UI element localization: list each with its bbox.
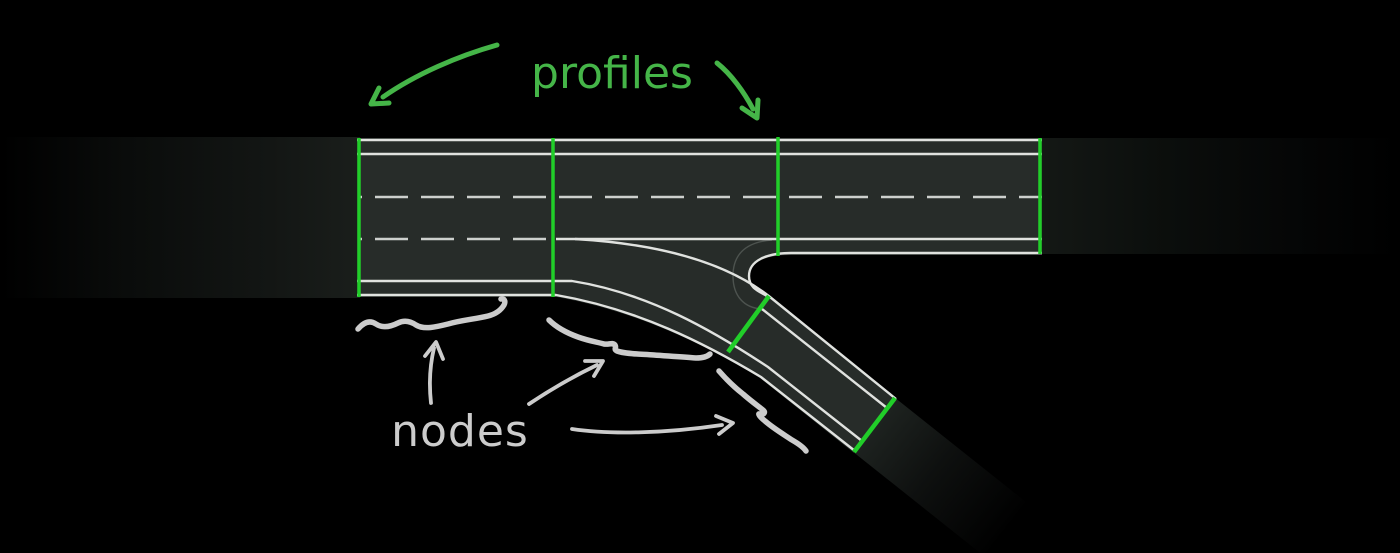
road-surface [357,138,1042,453]
nodes-annotation: nodes [355,296,809,457]
nodes-arrow-1 [428,346,436,405]
bottom-edge-line-into-branch [357,293,856,452]
node-mark-2 [546,317,713,361]
nodes-label: nodes [391,406,529,457]
inner-corner-guideline [732,239,773,310]
profiles-arrow-left-head [368,85,392,107]
profiles-arrow-right-head [739,97,761,121]
profile-line-branch-1 [726,294,771,354]
profile-lines [357,137,1042,454]
nodes-arrow-2 [527,363,599,406]
bottom-shoulder-line-into-branch [357,279,863,442]
branch-road-faded-continuation [852,397,1026,553]
branch-upper-shoulder-line [761,308,888,409]
node-mark-3 [716,368,809,454]
profiles-arrow-left [380,42,500,100]
node-mark-1 [355,296,508,332]
profiles-label: profiles [531,48,693,99]
profiles-annotation: profiles [368,42,761,121]
main-road-faded-right [1040,138,1400,254]
road-network [0,137,1400,553]
profile-line-branch-2 [852,396,897,454]
nodes-arrow-3 [570,423,724,435]
main-road-faded-left [0,137,360,298]
nodes-arrow-2-head [583,359,605,378]
nodes-arrow-3-head [714,414,735,436]
profiles-arrow-right [714,60,756,112]
gore-line-branch-upper-edge [574,237,897,400]
nodes-arrow-1-head [423,340,445,361]
